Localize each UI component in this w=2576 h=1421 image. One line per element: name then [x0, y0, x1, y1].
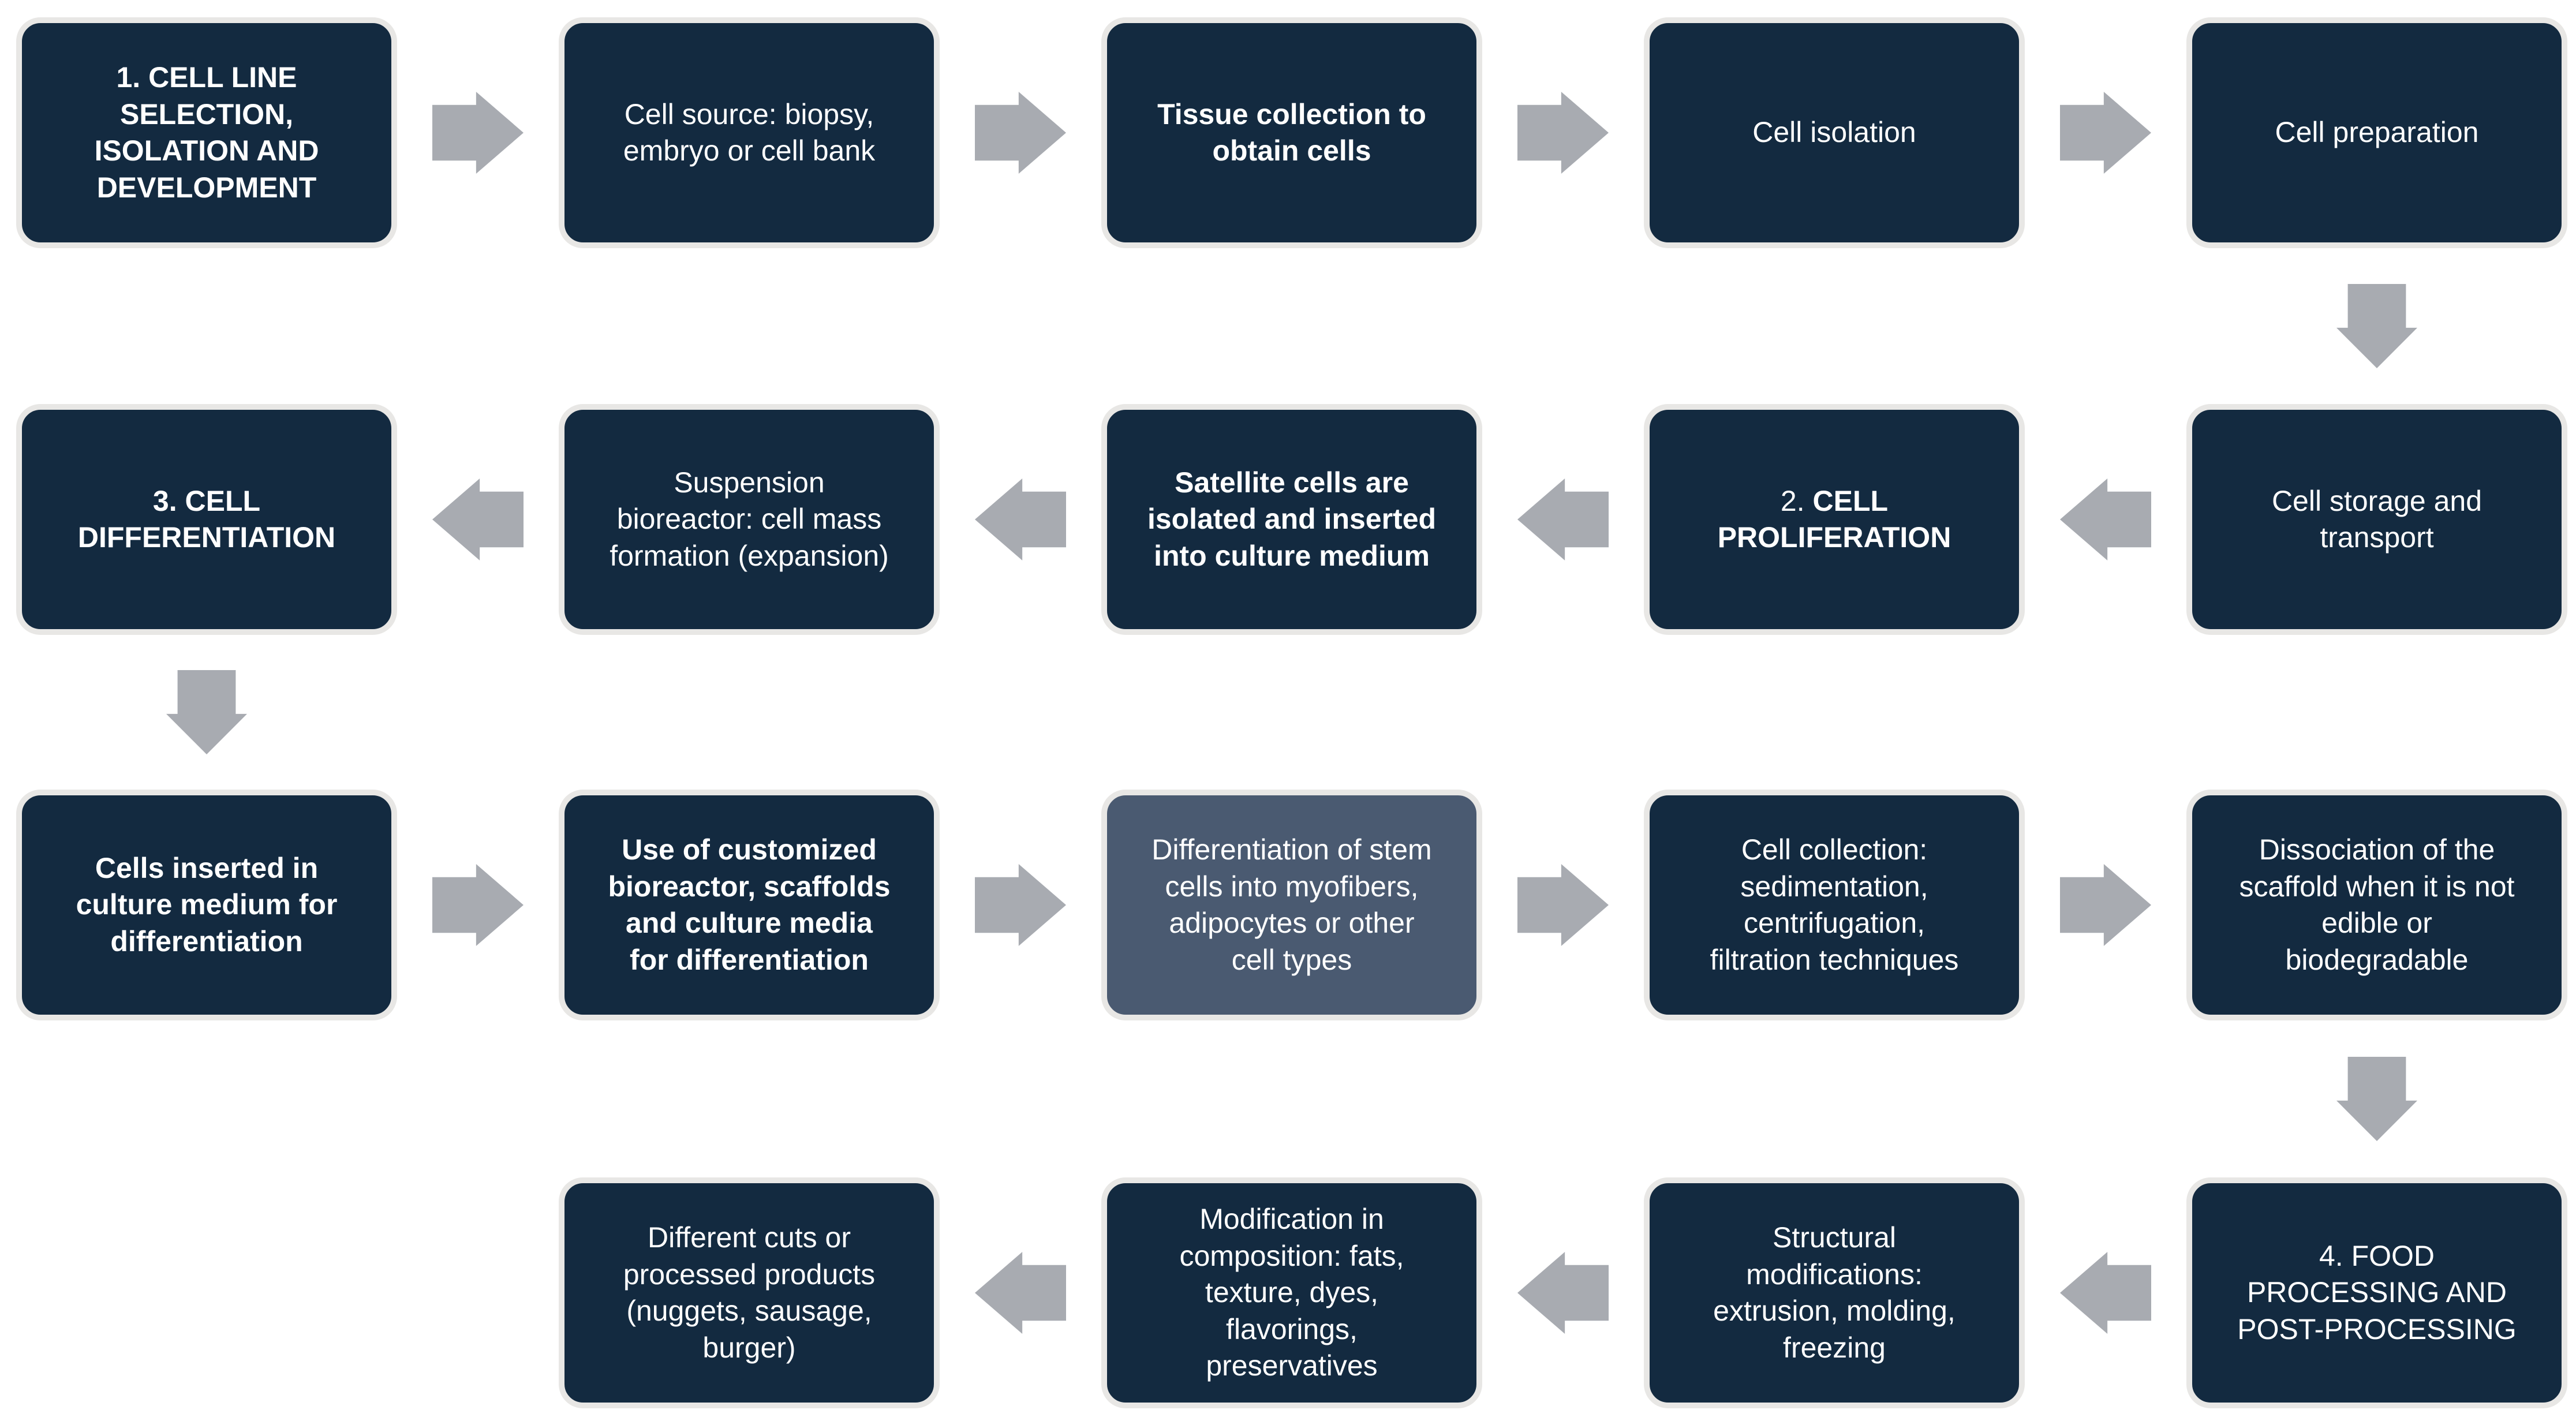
box-cell-line-selection-header: 1. CELL LINE SELECTION, ISOLATION AND DE… — [16, 17, 397, 248]
step-number-prefix: 2. — [1780, 484, 1813, 517]
box-label: 1. CELL LINE SELECTION, ISOLATION AND DE… — [94, 61, 319, 204]
box-label: Cells inserted in culture medium for dif… — [76, 851, 338, 958]
box-customized-bioreactor: Use of customized bioreactor, scaffolds … — [559, 790, 940, 1020]
arrow-down-icon — [166, 670, 247, 754]
arrow-right-icon — [2060, 864, 2151, 946]
box-label: Dissociation of the scaffold when it is … — [2239, 833, 2515, 976]
box-label: 4. FOOD PROCESSING AND POST-PROCESSING — [2237, 1239, 2517, 1345]
box-different-cuts: Different cuts or processed products (nu… — [559, 1177, 940, 1408]
arrow-left-icon — [1517, 1252, 1609, 1334]
box-label: Cell collection: sedimentation, centrifu… — [1710, 833, 1959, 976]
box-structural-modifications: Structural modifications: extrusion, mol… — [1644, 1177, 2025, 1408]
arrow-right-icon — [432, 864, 524, 946]
box-differentiation-stem-cells: Differentiation of stem cells into myofi… — [1101, 790, 1482, 1020]
step-title: CELL PROLIFERATION — [1717, 484, 1951, 554]
box-tissue-collection: Tissue collection to obtain cells — [1101, 17, 1482, 248]
arrow-right-icon — [432, 92, 524, 174]
arrow-right-icon — [975, 92, 1066, 174]
box-label: Cell source: biopsy, embryo or cell bank — [623, 98, 876, 167]
box-label: Tissue collection to obtain cells — [1157, 98, 1426, 167]
box-cell-source: Cell source: biopsy, embryo or cell bank — [559, 17, 940, 248]
box-label: Cell isolation — [1752, 116, 1916, 149]
box-label: Cell storage and transport — [2271, 484, 2482, 554]
arrow-down-icon — [2336, 284, 2417, 368]
arrow-down-icon — [2336, 1057, 2417, 1141]
box-cell-isolation: Cell isolation — [1644, 17, 2025, 248]
box-label: Suspension bioreactor: cell mass formati… — [610, 466, 889, 572]
box-cell-preparation: Cell preparation — [2186, 17, 2567, 248]
arrow-left-icon — [2060, 1252, 2151, 1334]
box-satellite-cells: Satellite cells are isolated and inserte… — [1101, 404, 1482, 635]
arrow-right-icon — [1517, 864, 1609, 946]
arrow-left-icon — [432, 478, 524, 560]
arrow-right-icon — [975, 864, 1066, 946]
box-cells-inserted-culture-medium: Cells inserted in culture medium for dif… — [16, 790, 397, 1020]
arrow-left-icon — [1517, 478, 1609, 560]
arrow-left-icon — [975, 478, 1066, 560]
box-cell-collection: Cell collection: sedimentation, centrifu… — [1644, 790, 2025, 1020]
box-scaffold-dissociation: Dissociation of the scaffold when it is … — [2186, 790, 2567, 1020]
box-label: 2. CELL PROLIFERATION — [1718, 483, 1951, 556]
arrow-left-icon — [975, 1252, 1066, 1334]
box-label: Modification in composition: fats, textu… — [1179, 1203, 1404, 1382]
box-label: 3. CELL DIFFERENTIATION — [77, 484, 336, 554]
arrow-right-icon — [2060, 92, 2151, 174]
box-label: Differentiation of stem cells into myofi… — [1151, 833, 1432, 976]
arrow-right-icon — [1517, 92, 1609, 174]
box-label: Satellite cells are isolated and inserte… — [1147, 466, 1437, 572]
box-cell-storage-transport: Cell storage and transport — [2186, 404, 2567, 635]
arrow-left-icon — [2060, 478, 2151, 560]
box-label: Different cuts or processed products (nu… — [623, 1221, 876, 1364]
box-cell-differentiation-header: 3. CELL DIFFERENTIATION — [16, 404, 397, 635]
box-composition-modification: Modification in composition: fats, textu… — [1101, 1177, 1482, 1408]
box-cell-proliferation-header: 2. CELL PROLIFERATION — [1644, 404, 2025, 635]
box-label: Structural modifications: extrusion, mol… — [1713, 1221, 1956, 1364]
box-food-processing-header: 4. FOOD PROCESSING AND POST-PROCESSING — [2186, 1177, 2567, 1408]
box-label: Use of customized bioreactor, scaffolds … — [608, 833, 891, 976]
box-suspension-bioreactor: Suspension bioreactor: cell mass formati… — [559, 404, 940, 635]
box-label: Cell preparation — [2275, 116, 2479, 149]
